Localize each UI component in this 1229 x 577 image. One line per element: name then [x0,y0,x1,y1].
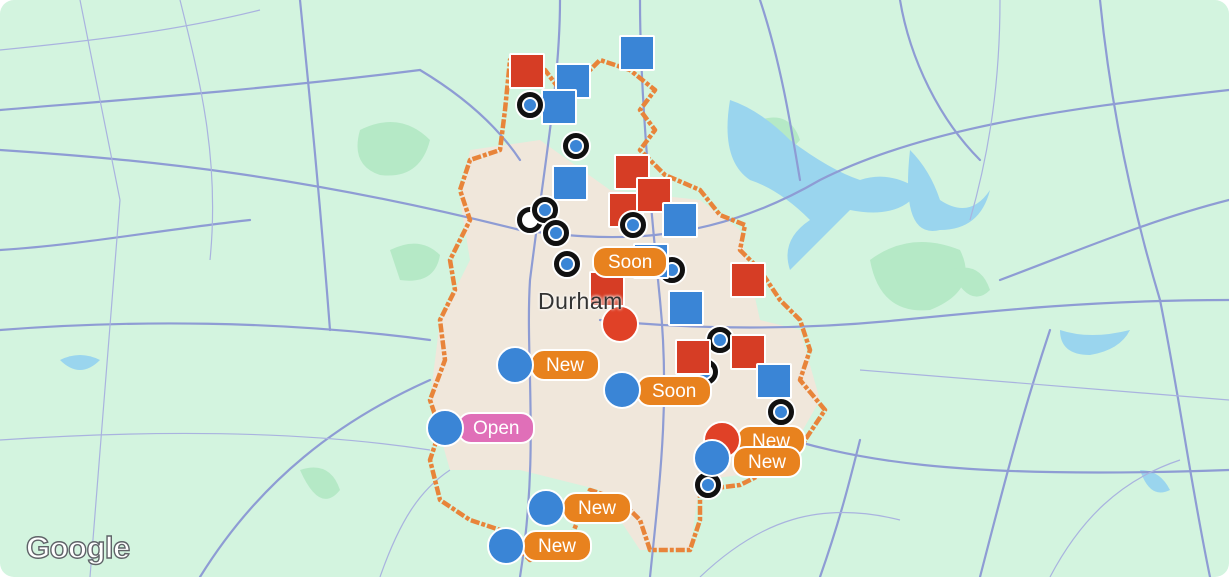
city-label: Durham [538,288,623,314]
map-marker-square-red[interactable] [730,262,766,298]
map-marker-square-blue[interactable] [662,202,698,238]
map-marker-dot-blue[interactable] [487,527,525,565]
marker-status-label[interactable]: New [562,492,633,524]
map-marker-dot-blue[interactable] [603,371,641,409]
county-boundary [427,57,828,563]
map-marker-square-blue[interactable] [619,35,655,71]
map-marker-square-blue[interactable] [668,290,704,326]
map-marker-square-blue[interactable] [552,165,588,201]
map-marker-ring[interactable] [530,195,560,225]
map-marker-ring[interactable] [561,131,591,161]
marker-status-label[interactable]: Soon [636,375,713,407]
map-marker-square-blue[interactable] [541,89,577,125]
map-marker-ring[interactable] [515,90,545,120]
lakes [60,100,1170,493]
marker-status-label[interactable]: Open [457,412,536,444]
park-areas [300,117,990,499]
marker-status-label[interactable]: New [732,446,803,478]
map-marker-square-red[interactable] [509,53,545,89]
map-marker-square-red[interactable] [636,177,672,213]
marker-status-label[interactable]: New [522,530,593,562]
marker-status-label[interactable]: Soon [592,246,669,278]
map-marker-square-blue[interactable] [756,363,792,399]
map-marker-dot-blue[interactable] [693,439,731,477]
map-marker-ring[interactable] [541,218,571,248]
google-logo: Google [25,529,131,565]
map-marker-dot-blue[interactable] [426,409,464,447]
map-marker-ring[interactable] [618,210,648,240]
map-marker-dot-red[interactable] [601,305,639,343]
map-marker-ring[interactable] [766,397,796,427]
map-marker-ring[interactable] [552,249,582,279]
map-marker-dot-blue[interactable] [496,346,534,384]
map-marker-dot-blue[interactable] [527,489,565,527]
map-marker-square-red[interactable] [675,339,711,375]
marker-status-label[interactable]: New [530,349,601,381]
